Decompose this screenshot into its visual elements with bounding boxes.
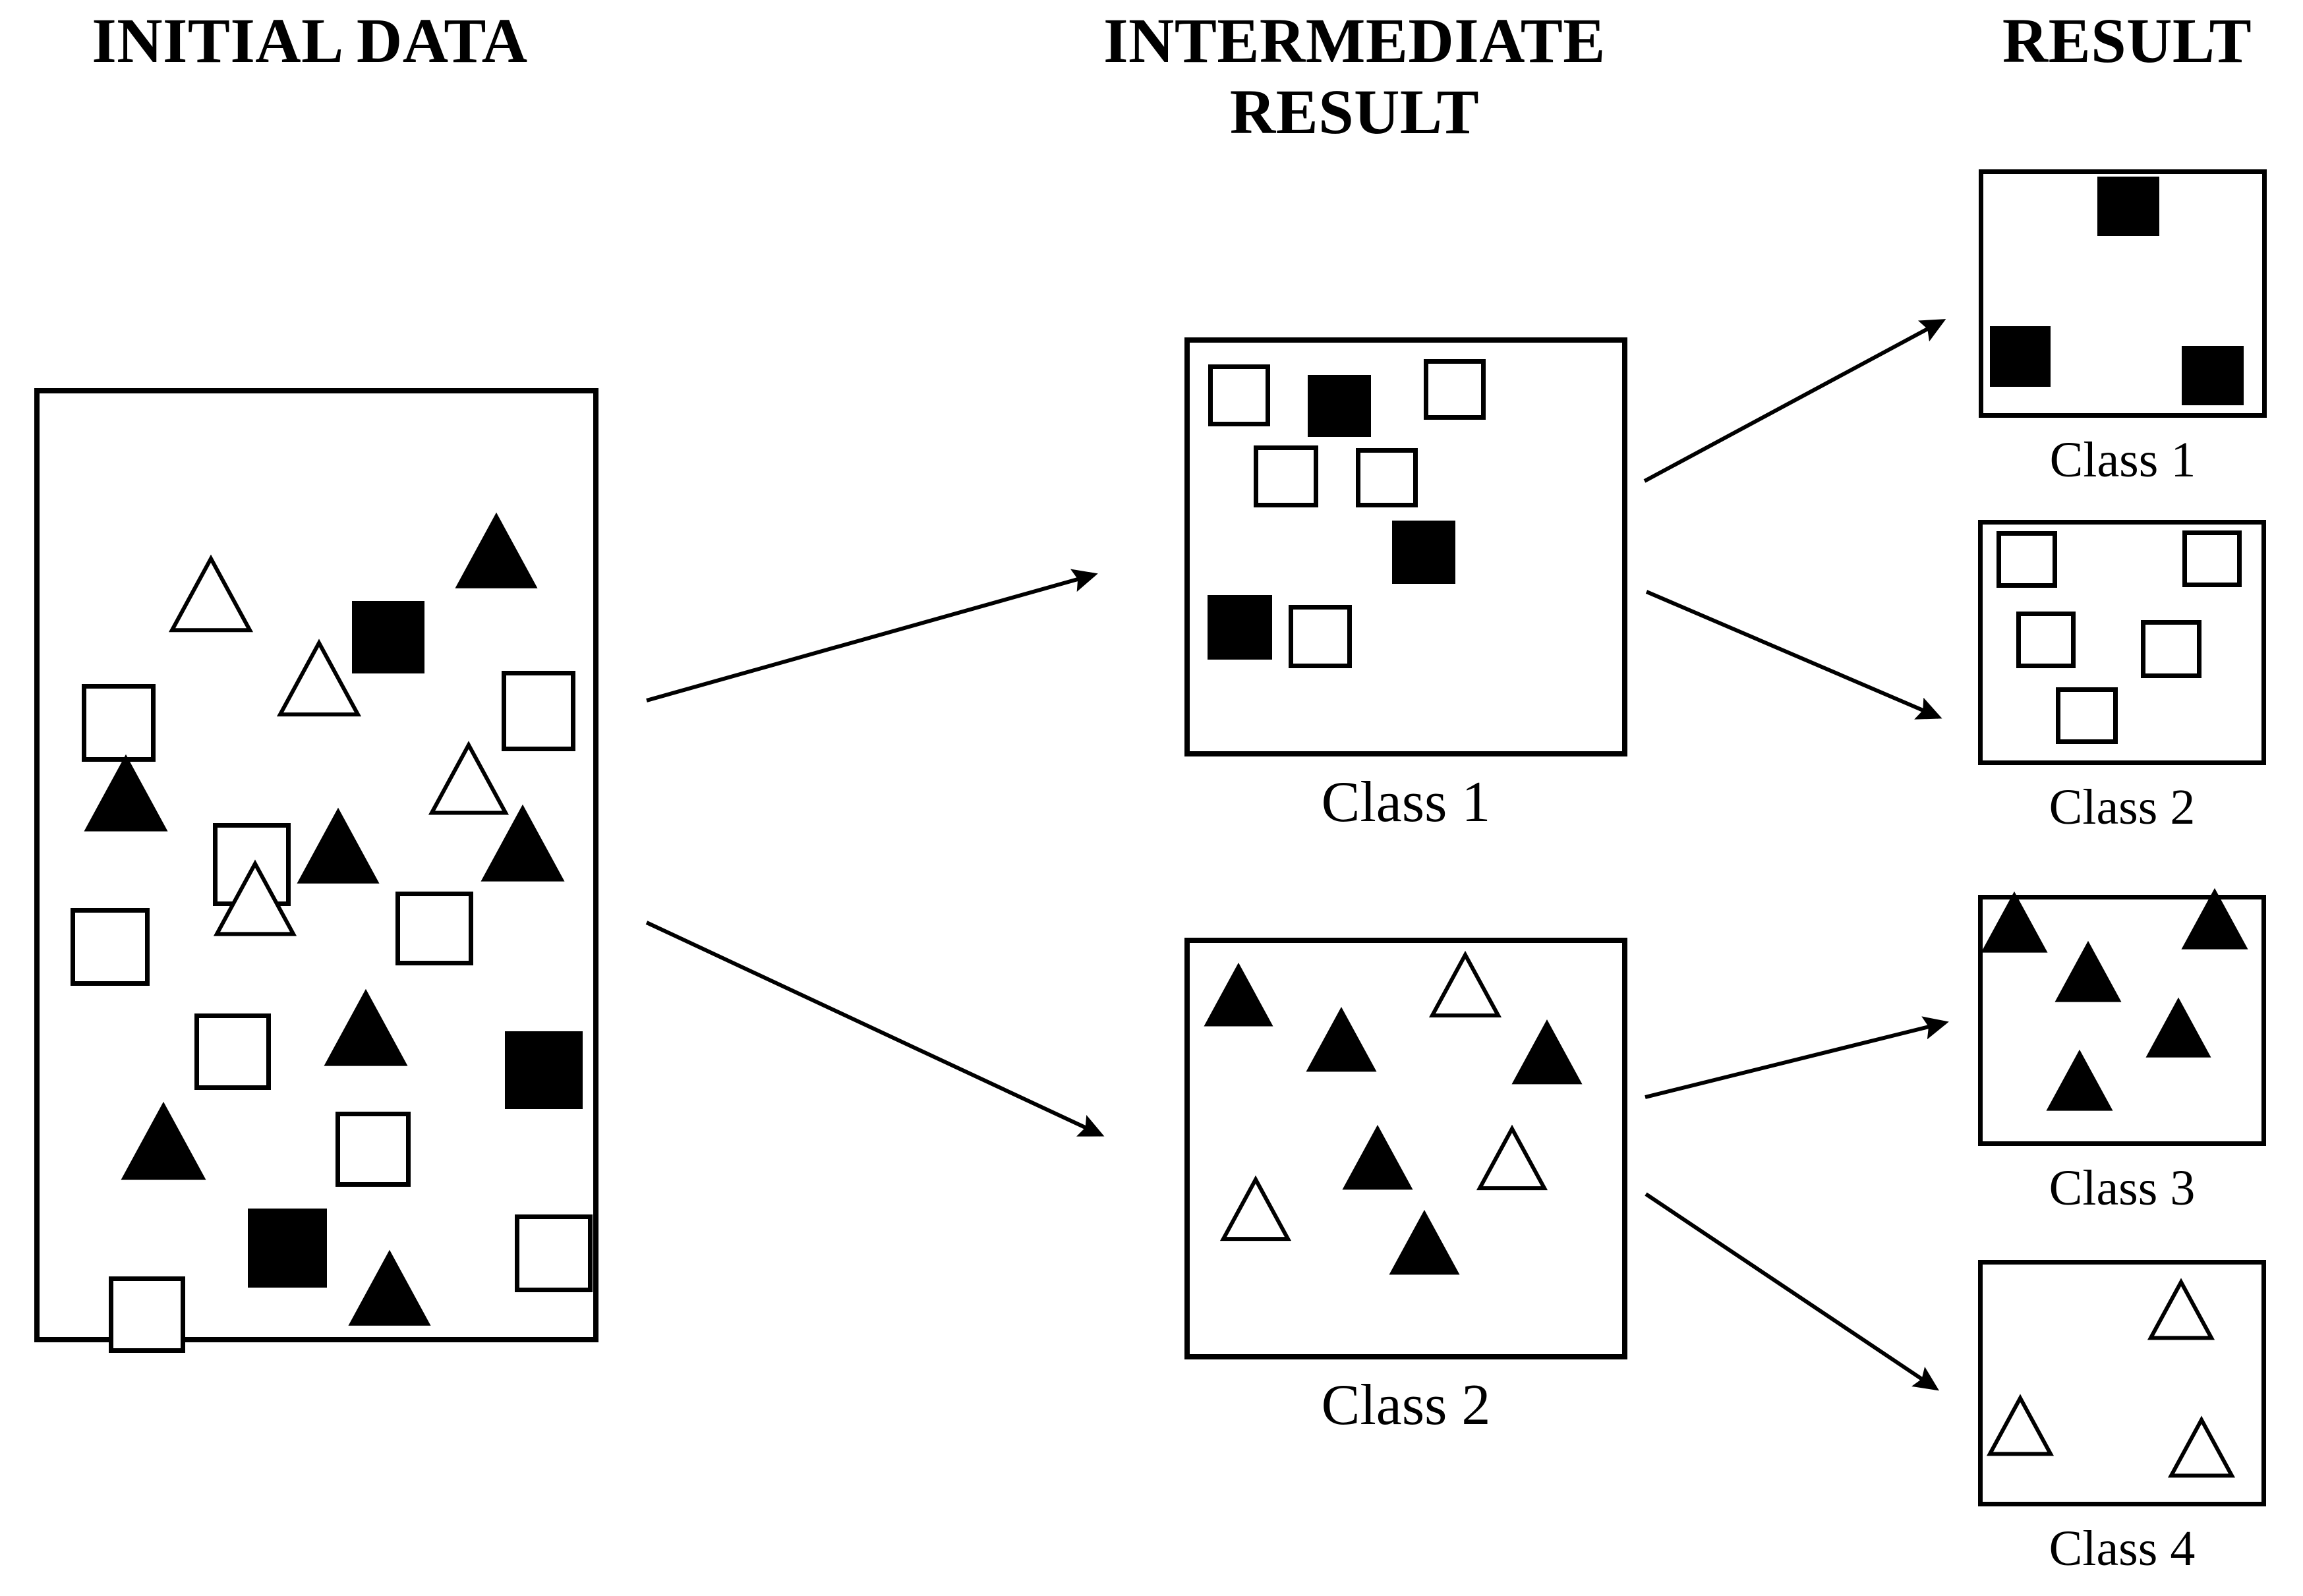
open-triangle-marker <box>1986 1394 2055 1456</box>
filled-triangle-marker <box>1981 891 2048 953</box>
filled-square-marker <box>1990 326 2051 387</box>
open-square-marker <box>502 671 575 751</box>
open-triangle-marker <box>1428 950 1502 1017</box>
filled-triangle-marker <box>2046 1049 2113 1111</box>
filled-triangle-marker <box>1511 1019 1583 1085</box>
filled-triangle-marker <box>1204 962 1273 1027</box>
filled-triangle-marker <box>2055 940 2122 1002</box>
filled-square-marker <box>505 1031 583 1109</box>
filled-triangle-marker <box>1306 1006 1377 1072</box>
filled-triangle-marker <box>455 512 538 588</box>
column-title-result: RESULT <box>2002 5 2252 76</box>
open-square-marker <box>1424 359 1486 420</box>
open-square-marker <box>71 908 150 986</box>
open-square-marker <box>1254 445 1318 507</box>
filled-square-marker <box>352 601 424 673</box>
filled-triangle-marker <box>84 754 168 832</box>
filled-triangle-marker <box>2181 888 2248 950</box>
flow-arrows <box>645 319 1949 1391</box>
open-triangle-marker <box>2147 1278 2215 1340</box>
arrow-testset-to-class1 <box>646 569 1098 702</box>
open-square-marker <box>82 684 156 762</box>
open-triangle-marker <box>1219 1175 1292 1241</box>
open-square-marker <box>395 892 473 965</box>
open-square-marker <box>2141 620 2201 678</box>
filled-square-marker <box>1392 521 1455 584</box>
open-triangle-marker <box>276 639 362 717</box>
open-square-marker <box>194 1013 271 1090</box>
filled-square-marker <box>2097 177 2159 236</box>
filled-triangle-marker <box>2145 997 2211 1058</box>
filled-triangle-marker <box>1342 1124 1413 1190</box>
open-triangle-marker <box>428 741 510 815</box>
open-square-marker <box>1208 364 1270 426</box>
arrow-class1-to-result2 <box>1645 590 1942 720</box>
open-square-marker <box>109 1276 185 1353</box>
arrow-class1-to-result1 <box>1643 319 1946 483</box>
filled-triangle-marker <box>121 1101 206 1180</box>
open-triangle-marker <box>168 554 254 633</box>
filled-square-marker <box>248 1209 327 1288</box>
panel-label-class-2: Class 2 <box>1321 1373 1491 1437</box>
filled-triangle-marker <box>348 1249 431 1326</box>
open-square-marker <box>2182 530 2242 587</box>
open-triangle-marker <box>1476 1124 1548 1191</box>
open-square-marker <box>1356 448 1418 507</box>
open-triangle-marker <box>213 859 297 936</box>
filled-triangle-marker <box>297 807 380 884</box>
column-title-initial-data: INITIAL DATA <box>92 5 528 76</box>
arrow-testset-to-class2 <box>645 921 1105 1137</box>
open-triangle-marker <box>2167 1415 2236 1478</box>
open-square-marker <box>335 1112 411 1187</box>
open-square-marker <box>2016 612 2076 668</box>
open-square-marker <box>1289 605 1352 668</box>
filled-triangle-marker <box>1389 1209 1460 1275</box>
panel-shapes <box>71 177 2248 1478</box>
panel-label-class-2: Class 2 <box>2049 780 2196 835</box>
panel-label-class-4: Class 4 <box>2049 1521 2196 1576</box>
filled-triangle-marker <box>481 804 565 882</box>
open-square-marker <box>515 1214 593 1292</box>
filled-square-marker <box>1308 375 1371 437</box>
open-square-marker <box>1997 531 2057 588</box>
filled-triangle-marker <box>324 988 408 1066</box>
filled-square-marker <box>1208 595 1272 660</box>
arrow-class2-to-result4 <box>1645 1192 1939 1391</box>
panel-label-class-1: Class 1 <box>1321 770 1491 834</box>
panel-label-class-3: Class 3 <box>2049 1160 2196 1216</box>
panel-label-class-1: Class 1 <box>2049 432 2196 488</box>
open-square-marker <box>2056 687 2118 744</box>
column-title-intermediate-result: INTERMEDIATE RESULT <box>1103 5 1606 147</box>
arrow-class2-to-result3 <box>1645 1016 1949 1099</box>
filled-square-marker <box>2182 346 2244 405</box>
